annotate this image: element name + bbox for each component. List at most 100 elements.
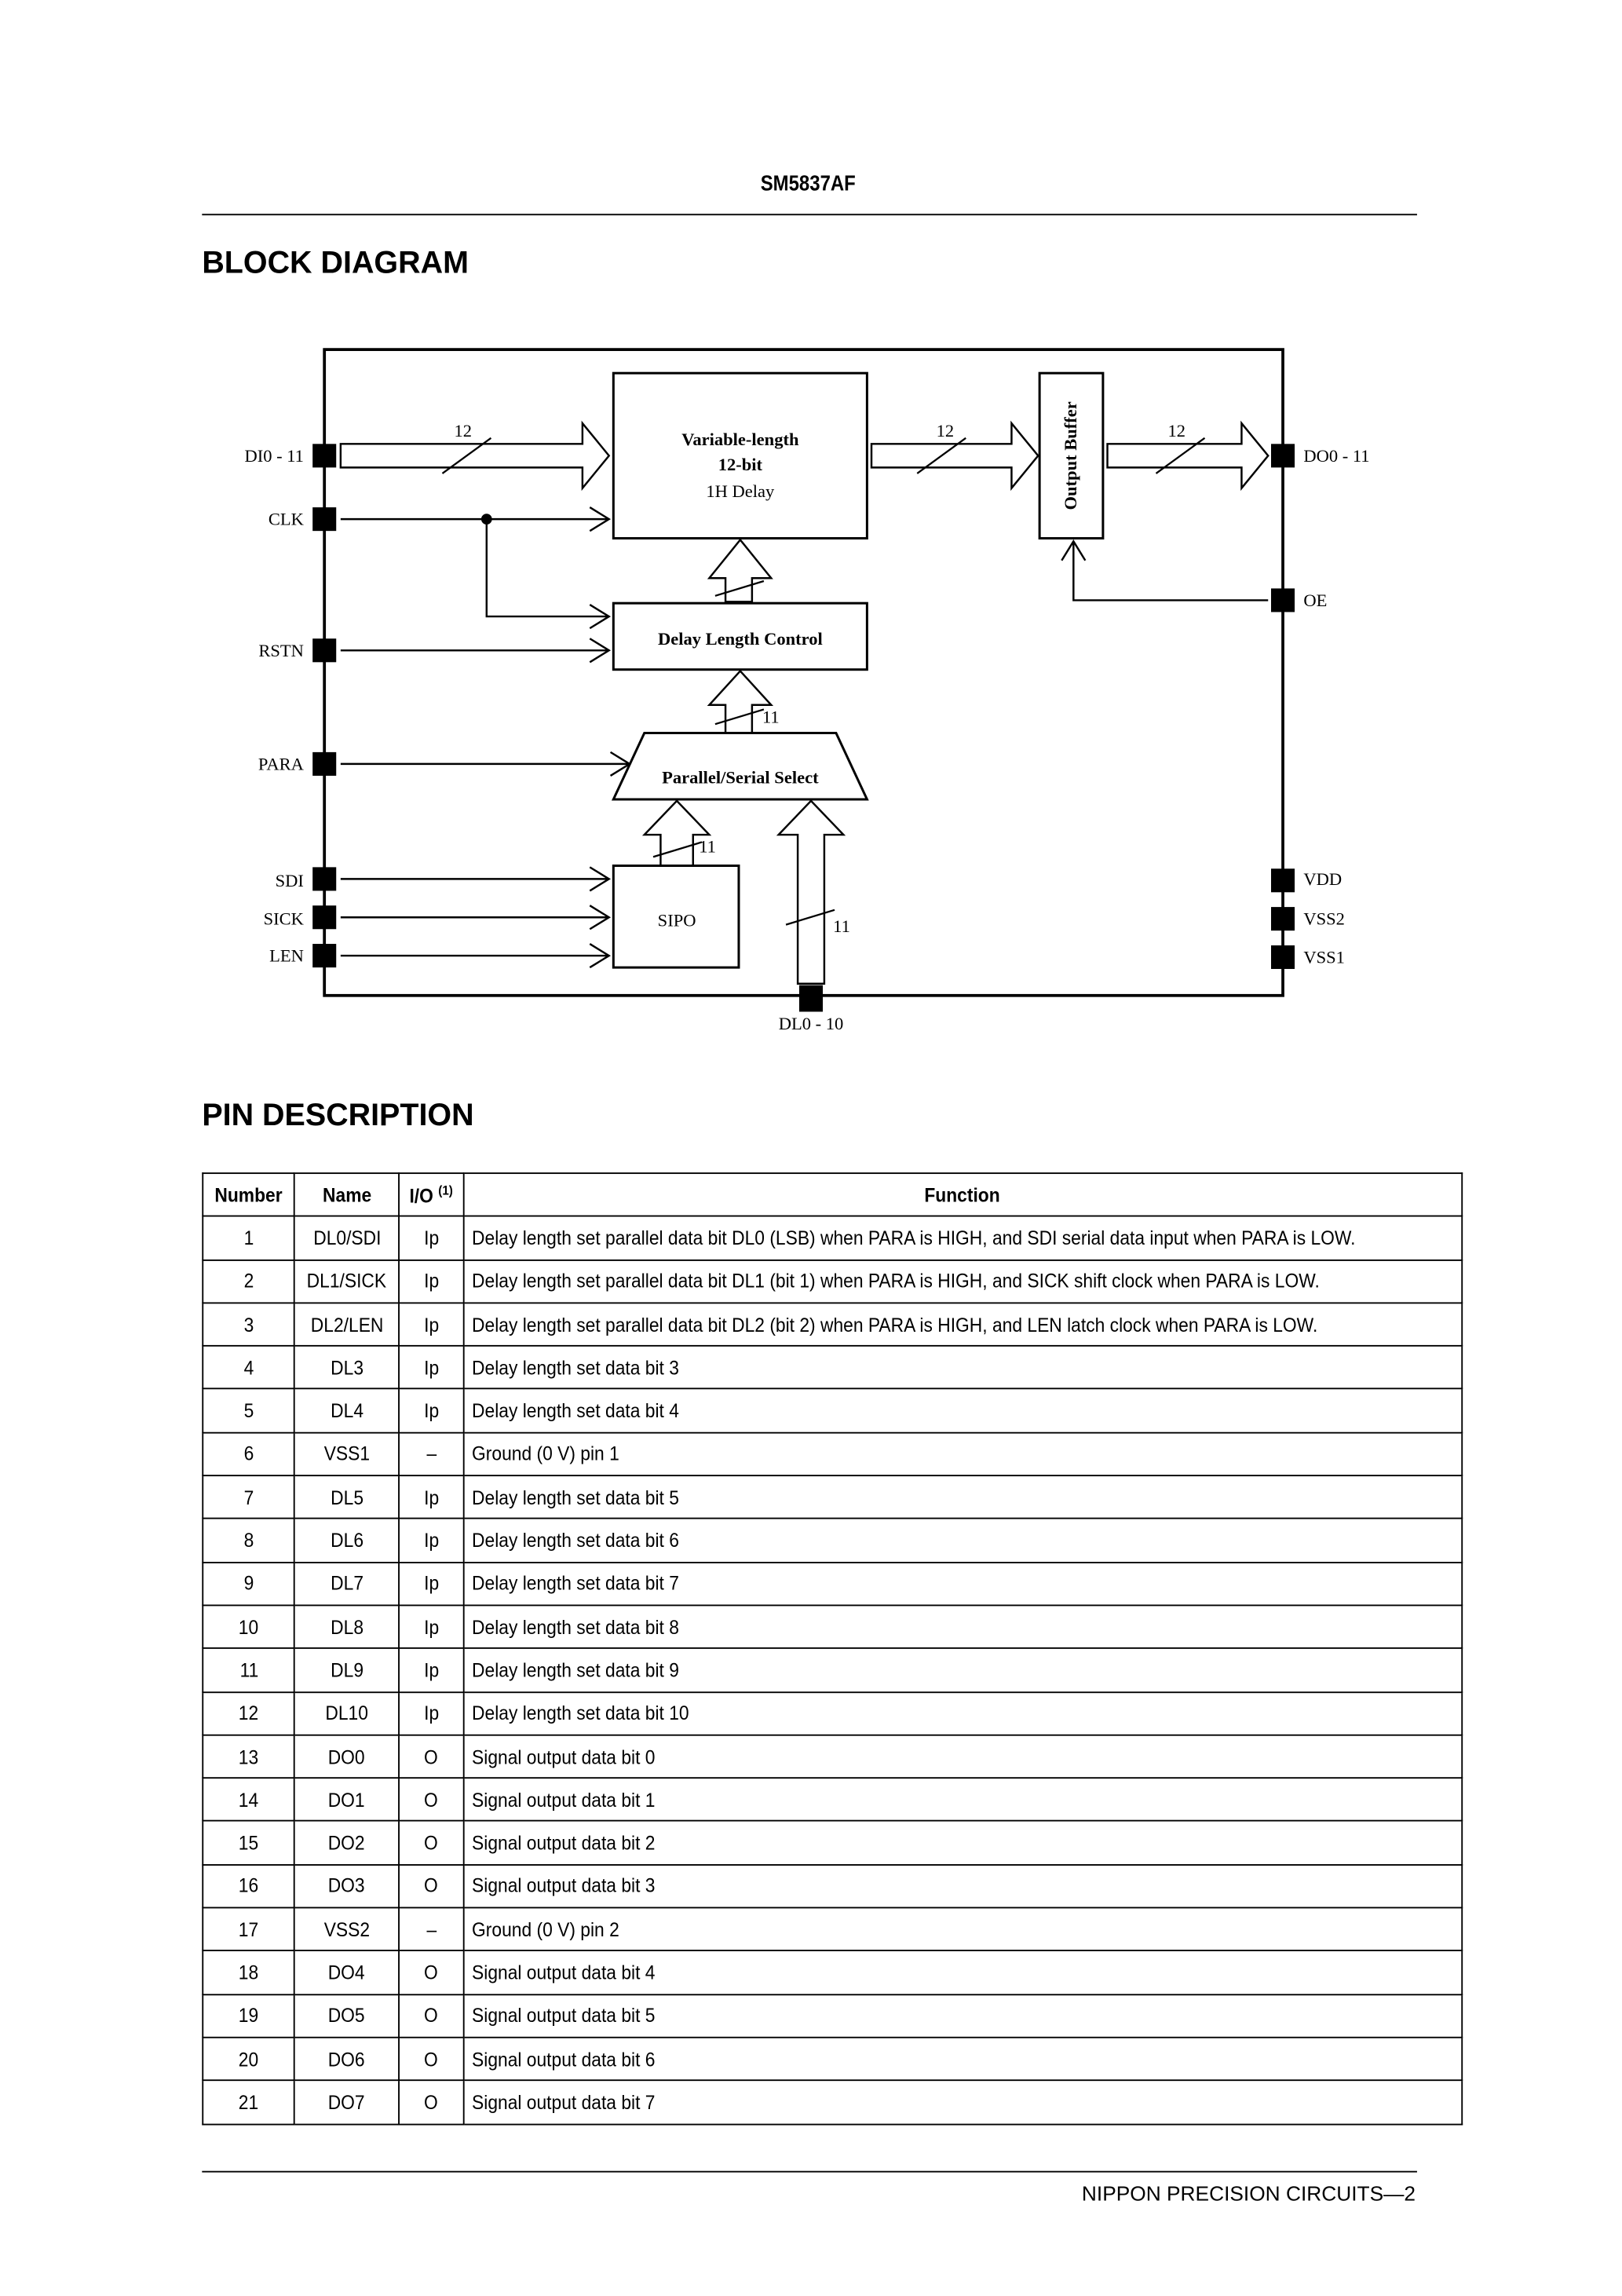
pin-name: DL3 [293,1345,400,1391]
pin-function: Delay length set parallel data bit DL0 (… [462,1216,1463,1261]
pin-io: – [398,1431,465,1477]
pin-name: DO2 [293,1820,400,1866]
pin-io: O [398,1777,465,1823]
pin-number: 13 [202,1734,295,1779]
col-io: I/O (1) [398,1172,465,1218]
pin-io: Ip [398,1216,465,1261]
pin-io: Ip [398,1647,465,1693]
pin-io: Ip [398,1518,465,1563]
block-diagram-heading: BLOCK DIAGRAM [202,246,469,280]
pin-io: – [398,1907,465,1952]
pin-label-di: DI0 - 11 [244,446,303,466]
pin-label-rstn: RSTN [258,641,304,660]
delay-label-2: 12-bit [718,455,763,474]
pin-number: 18 [202,1950,295,1995]
junction-dot [480,514,492,525]
pin-io: Ip [398,1691,465,1736]
pin-number: 9 [202,1561,295,1607]
col-function: Function [462,1172,1463,1218]
col-number: Number [202,1172,295,1218]
pin-number: 3 [202,1302,295,1347]
pin-io: Ip [398,1475,465,1520]
pin-function: Delay length set data bit 3 [462,1345,1463,1391]
pin-label-len: LEN [269,946,304,966]
pin-name: VSS2 [293,1907,400,1952]
pin-io: Ip [398,1604,465,1650]
footer-text: NIPPON PRECISION CIRCUITS—2 [1081,2181,1416,2205]
pin-name: DO3 [293,1863,400,1909]
pin-label-do: DO0 - 11 [1303,446,1369,466]
pin-number: 10 [202,1604,295,1650]
pin-io: O [398,1820,465,1866]
pin-name: DL0/SDI [293,1216,400,1261]
pin-label-para: PARA [258,754,305,773]
pin-io: O [398,1734,465,1779]
pin-function: Signal output data bit 3 [462,1863,1463,1909]
pin-number: 12 [202,1691,295,1736]
pin-label-vss1: VSS1 [1303,947,1345,967]
bus-arrow-do [1106,420,1269,492]
pin-name: DO7 [293,2079,400,2125]
pin-number: 8 [202,1518,295,1563]
pin-name: DL6 [293,1518,400,1563]
pin-name: DO0 [293,1734,400,1779]
pin-name: DL8 [293,1604,400,1650]
block-diagram: Variable-length 12-bit 1H Delay Output B… [244,348,1370,1033]
pin-function: Signal output data bit 1 [462,1777,1463,1823]
pin-function: Delay length set data bit 9 [462,1647,1463,1693]
pin-name: DL1/SICK [293,1259,400,1304]
bus-width-dlc: 11 [762,707,780,726]
signal-lines [340,506,1269,969]
output-buffer-label: Output Buffer [1061,401,1080,510]
chip-outline [323,348,1284,997]
pin-name: DL7 [293,1561,400,1607]
pin-number: 17 [202,1907,295,1952]
pin-io: O [398,1863,465,1909]
pins [312,444,1295,1012]
pin-name: DO5 [293,1993,400,2038]
table-header-row: Number Name I/O (1) Function [202,1172,1463,1218]
bus-arrow-dl [776,799,846,985]
output-buffer-block [1038,371,1105,540]
pin-description-heading: PIN DESCRIPTION [202,1099,474,1133]
io-footnote: (1) [438,1183,453,1197]
pin-number: 2 [202,1259,295,1304]
pin-function: Delay length set data bit 4 [462,1388,1463,1434]
pin-io: O [398,2079,465,2125]
pin-name: DO6 [293,2036,400,2082]
pin-label-clk: CLK [269,510,305,529]
pin-number: 11 [202,1647,295,1693]
bus-arrow-dlc [707,538,773,603]
pin-name: DL2/LEN [293,1302,400,1347]
bus-arrow-mid [870,420,1039,492]
bus-arrow-sipo [641,799,712,867]
pin-label-sdi: SDI [276,871,304,890]
pin-function: Delay length set parallel data bit DL1 (… [462,1259,1463,1304]
pin-number: 16 [202,1863,295,1909]
pin-name: DL4 [293,1388,400,1434]
pin-number: 15 [202,1820,295,1866]
bus-arrow-di [339,420,611,492]
pin-number: 14 [202,1777,295,1823]
pin-io: O [398,1993,465,2038]
pin-name: DL9 [293,1647,400,1693]
pin-io: O [398,2036,465,2082]
pin-function: Ground (0 V) pin 2 [462,1907,1463,1952]
pin-function: Signal output data bit 4 [462,1950,1463,1995]
pin-function: Ground (0 V) pin 1 [462,1431,1463,1477]
